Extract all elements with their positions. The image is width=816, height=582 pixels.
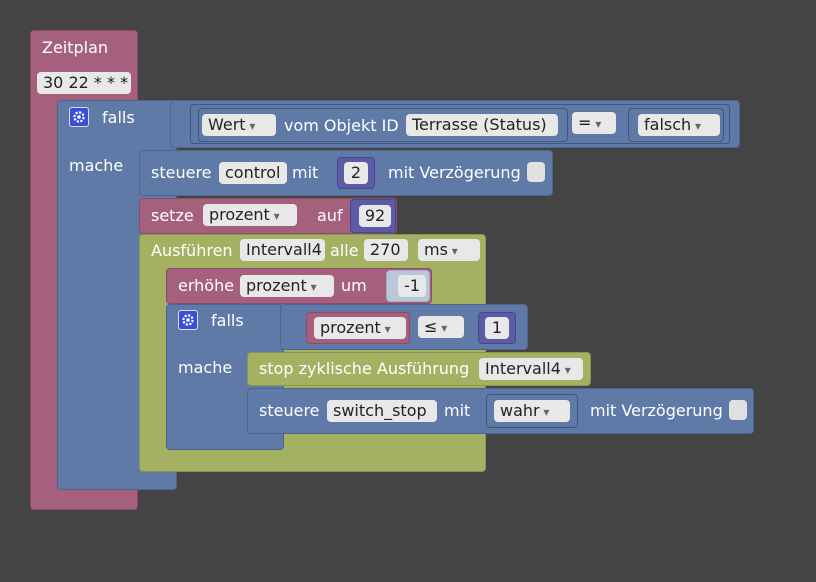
value-type-dropdown[interactable]: Wert — [202, 114, 276, 136]
increment-value-field[interactable]: -1 — [398, 275, 426, 297]
do-label: mache — [69, 156, 124, 175]
control-label-2: steuere — [259, 401, 320, 420]
control-target-field[interactable]: control — [219, 162, 287, 184]
interval-label: Ausführen — [151, 241, 233, 260]
to-label: auf — [317, 206, 343, 225]
with-label-2: mit — [444, 401, 471, 420]
delay-checkbox[interactable] — [527, 162, 545, 182]
interval-value-field[interactable]: 270 — [364, 239, 408, 261]
compare-value-field[interactable]: 1 — [485, 317, 509, 339]
schedule-title: Zeitplan — [42, 38, 109, 57]
delay-label: mit Verzögerung — [388, 163, 521, 182]
compare-operator-dropdown[interactable]: ≤ — [418, 316, 464, 338]
set-variable-dropdown[interactable]: prozent — [203, 204, 297, 226]
boolean-dropdown[interactable]: falsch — [638, 114, 720, 136]
settings-gear-icon[interactable] — [69, 107, 89, 127]
interval-unit-dropdown[interactable]: ms — [418, 239, 480, 261]
interval-name-field[interactable]: Intervall4 — [240, 239, 325, 261]
object-id-field[interactable]: Terrasse (Status) — [406, 114, 558, 136]
stop-interval-dropdown[interactable]: Intervall4 — [479, 358, 583, 380]
delay-label-2: mit Verzögerung — [590, 401, 723, 420]
if-label: falls — [102, 108, 135, 127]
do-label-2: mache — [178, 358, 233, 377]
increment-variable-dropdown[interactable]: prozent — [240, 275, 334, 297]
set-label: setze — [151, 206, 194, 225]
delay-checkbox-2[interactable] — [729, 400, 747, 420]
by-label: um — [341, 276, 367, 295]
set-value-field[interactable]: 92 — [359, 205, 391, 227]
control-value-field[interactable]: 2 — [344, 162, 368, 184]
of-object-label: vom Objekt ID — [284, 116, 399, 135]
operator-dropdown[interactable]: = — [572, 112, 616, 134]
increment-label: erhöhe — [178, 276, 235, 295]
stop-label: stop zyklische Ausführung — [259, 359, 470, 378]
cron-field[interactable]: 30 22 * * * — [37, 72, 131, 94]
control-label: steuere — [151, 163, 212, 182]
with-label: mit — [292, 163, 319, 182]
if-label-2: falls — [211, 311, 244, 330]
compare-variable-dropdown[interactable]: prozent — [314, 317, 406, 339]
settings-gear-icon-2[interactable] — [178, 310, 198, 330]
bool-value-dropdown[interactable]: wahr — [494, 400, 570, 422]
every-label: alle — [330, 241, 359, 260]
control-target-field-2[interactable]: switch_stop — [327, 400, 437, 422]
